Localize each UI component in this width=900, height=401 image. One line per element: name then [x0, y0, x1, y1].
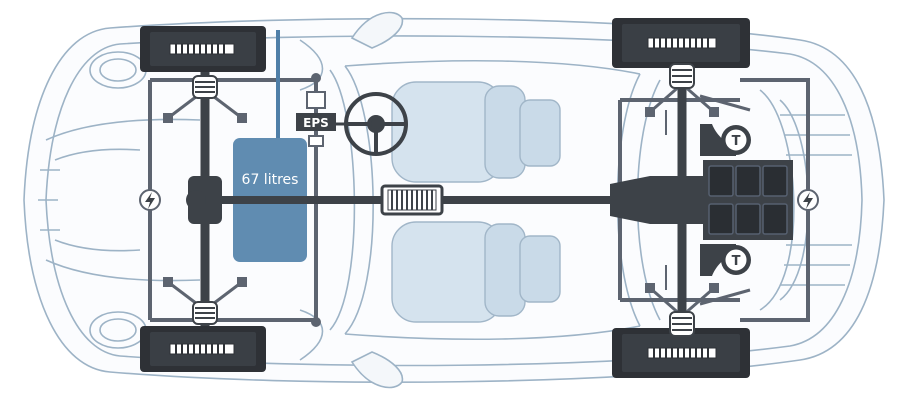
wheel-rear-left: [612, 18, 750, 68]
front-differential: [186, 176, 222, 224]
seat-driver: [391, 81, 561, 183]
wheel-rear-right: [612, 328, 750, 378]
seat-passenger: [391, 221, 561, 323]
lightning-icon-front: [139, 189, 161, 211]
coil-spring-rear-left: [669, 63, 695, 89]
side-mirror-left: [350, 11, 404, 49]
coil-spring-rear-right: [669, 311, 695, 337]
turbo-front-label: T: [732, 134, 741, 149]
turbo-rear-label: T: [732, 254, 741, 269]
wheel-front-left: [140, 26, 266, 72]
eps-unit: [296, 91, 336, 147]
turbo-rear: [700, 244, 751, 276]
wheel-front-right: [140, 326, 266, 372]
fuel-tank-label: 67 litres: [242, 172, 299, 188]
side-mirror-right: [350, 351, 404, 389]
rear-transaxle: [610, 176, 705, 224]
turbo-front: [700, 124, 751, 156]
lightning-icon-rear: [797, 189, 819, 211]
eps-label: EPS: [303, 116, 329, 130]
mount-tabs: [163, 107, 719, 293]
center-coupling: [380, 184, 444, 216]
coil-spring-front-left: [192, 75, 218, 99]
coil-spring-front-right: [192, 301, 218, 325]
engine-block: [703, 160, 793, 240]
